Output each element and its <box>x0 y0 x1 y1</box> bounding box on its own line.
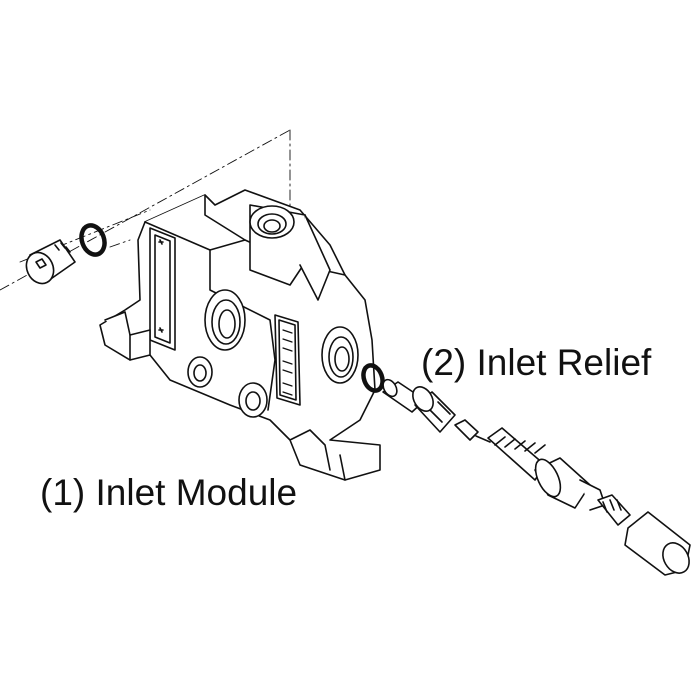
o-ring-2 <box>361 363 385 393</box>
inlet-relief-label: (2) Inlet Relief <box>421 342 652 383</box>
relief-valve-parts <box>382 378 691 576</box>
o-ring-1 <box>79 223 107 257</box>
inlet-module-label: (1) Inlet Module <box>40 472 298 513</box>
plug-part <box>25 239 76 285</box>
valve-block <box>99 189 381 481</box>
wes-logo <box>274 314 301 406</box>
